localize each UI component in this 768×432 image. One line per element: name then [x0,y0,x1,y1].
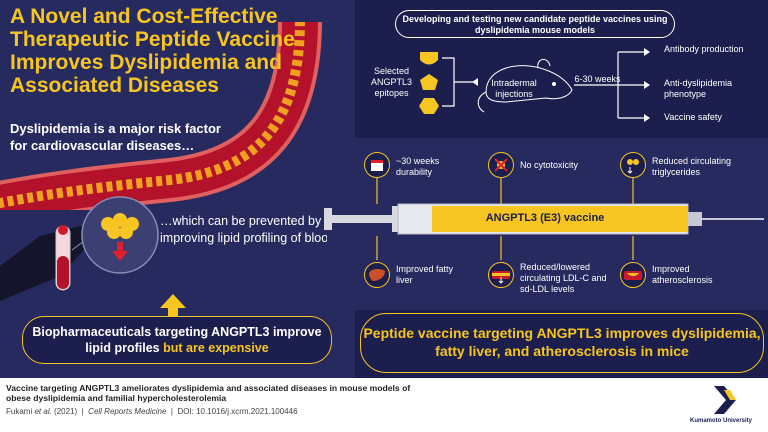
liver-icon [369,268,385,281]
university-name: Kumamoto University [690,418,753,424]
epitope-shapes-icon [419,52,439,114]
atherosclerosis-icon [624,271,642,280]
expensive-highlight: but are expensive [163,341,269,355]
outcome-arrows-icon [574,48,650,122]
citation-year: (2021) [54,407,78,416]
citation-separator: | [168,407,176,416]
citation-etal: et al. [34,407,52,416]
result-atherosclerosis: Improved atherosclerosis [652,264,713,285]
result-icon-ring [364,262,390,288]
citation-author: Fukami [6,407,33,416]
result-ldl: Reduced/lowered circulating LDL-C and sd… [520,262,607,294]
duration-label: 6-30 weeks [574,74,621,84]
artery-illustration [0,0,324,210]
outcome-phenotype: Anti-dyslipidemia phenotype [664,78,733,99]
conclusion-box: Peptide vaccine targeting ANGPTL3 improv… [360,313,764,373]
citation-line: Fukami et al. (2021) | Cell Reports Medi… [6,407,298,417]
outcome-antibody: Antibody production [664,44,744,54]
prevention-text: …which can be prevented by improving lip… [160,214,336,245]
kumamoto-logo-icon [714,386,736,414]
hand-test-tube-illustration [0,225,95,301]
left-panel: A Novel and Cost-Effective Therapeutic P… [0,0,355,378]
arrow-up-icon [160,294,186,316]
page-title: A Novel and Cost-Effective Therapeutic P… [10,5,295,97]
biopharmaceutical-text: Biopharmaceuticals targeting ANGPTL3 imp… [32,325,322,355]
epitopes-label: Selected ANGPTL3 epitopes [370,66,412,98]
citation-title: Vaccine targeting ANGPTL3 ameliorates dy… [6,383,411,403]
injection-label: Intradermal injections [491,78,537,99]
mouse-illustration [477,59,573,113]
result-fatty-liver: Improved fatty liver [396,264,454,285]
result-triglycerides: Reduced circulating triglycerides [652,156,732,177]
no-cytotoxicity-icon [494,158,508,172]
footer [0,378,768,432]
subtitle: Dyslipidemia is a major risk factor for … [10,121,221,153]
study-design-box: Developing and testing new candidate pep… [395,10,675,38]
lipid-magnifier-icon [72,196,159,274]
citation-journal: Cell Reports Medicine [88,407,167,416]
result-icon-ring [620,152,646,178]
artery-icon [492,271,510,284]
calendar-icon [371,160,383,171]
biopharmaceutical-box: Biopharmaceuticals targeting ANGPTL3 imp… [22,316,332,364]
vaccine-syringe-illustration [324,203,764,235]
citation-doi: DOI: 10.1016/j.xcrm.2021.100446 [177,407,298,416]
citation-separator: | [79,407,86,416]
triglyceride-icon [627,159,639,174]
result-icon-ring [488,152,514,178]
result-icon-ring [488,262,514,288]
outcome-safety: Vaccine safety [664,112,722,122]
result-icon-ring [620,262,646,288]
result-icon-ring [364,152,390,178]
result-no-cytotoxicity: No cytotoxicity [520,160,579,170]
result-durability: ~30 weeks durability [396,156,440,177]
vaccine-label: ANGPTL3 (E3) vaccine [485,212,605,224]
bracket-arrow-icon [442,57,478,107]
connector-lines [376,178,634,260]
